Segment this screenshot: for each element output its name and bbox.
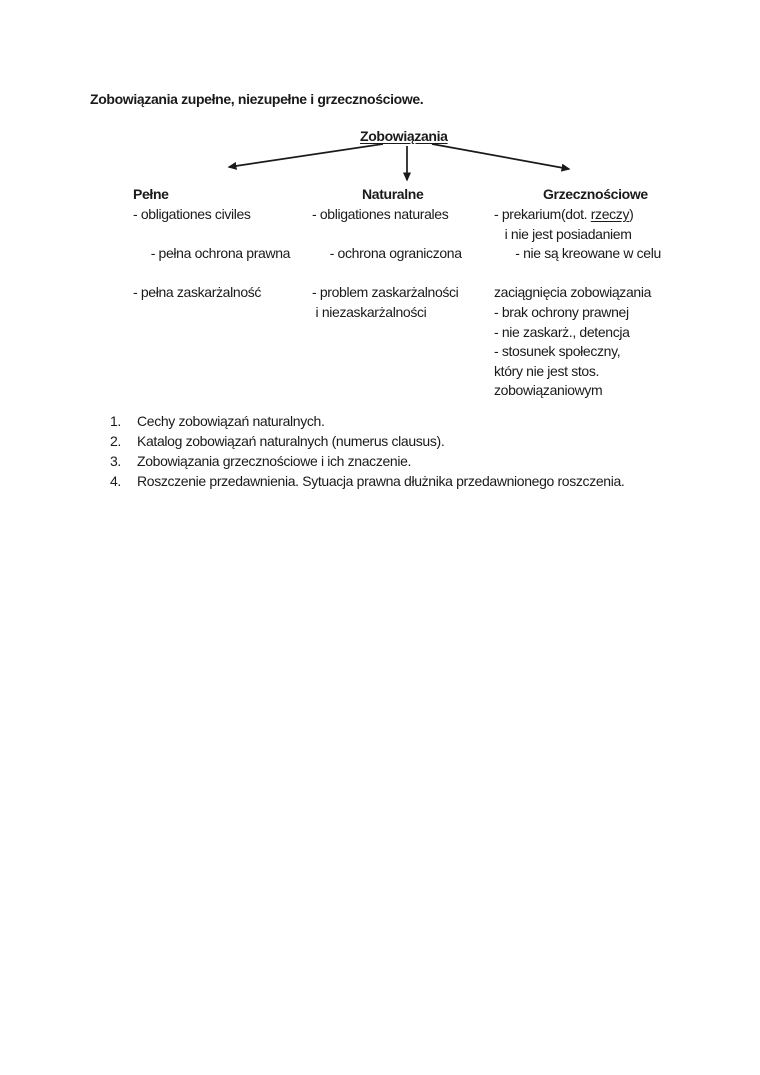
- list-item: 3. Zobowiązania grzecznościowe i ich zna…: [110, 451, 624, 471]
- diagram-line: - obligationes naturales: [312, 206, 449, 222]
- column-pelne-lines: - obligationes civiles - pełna ochrona p…: [133, 205, 290, 303]
- diagram-line: - nie są kreowane w celu: [494, 245, 661, 262]
- list-item-number: 4.: [110, 473, 121, 489]
- list-item-text: Roszczenie przedawnienia. Sytuacja prawn…: [137, 473, 625, 489]
- column-grzecznosciowe-lines: - prekarium(dot. rzeczy) i nie jest posi…: [494, 205, 661, 401]
- arrow-right-icon: [431, 143, 571, 172]
- list-item-text: Katalog zobowiązań naturalnych (numerus …: [137, 433, 445, 449]
- diagram-connector-arrows: [227, 143, 571, 182]
- diagram-line: i nie jest posiadaniem: [494, 225, 632, 242]
- diagram-root-label: Zobowiązania: [360, 128, 448, 144]
- column-header-naturalne: Naturalne: [362, 186, 424, 202]
- list-item-text: Cechy zobowiązań naturalnych.: [137, 413, 325, 429]
- diagram-line: - stosunek społeczny,: [494, 343, 621, 360]
- prekarium-prefix: - prekarium(dot.: [494, 206, 591, 222]
- diagram-line: [133, 264, 290, 284]
- diagram-line: zobowiązaniowym: [494, 382, 603, 399]
- diagram-line: [312, 225, 462, 245]
- column-naturalne-lines: - obligationes naturales - ochrona ogran…: [312, 205, 462, 323]
- diagram-line: - problem zaskarżalności: [312, 284, 459, 301]
- diagram-line: - nie zaskarż., detencja: [494, 323, 630, 340]
- diagram-line: - pełna zaskarżalność: [133, 284, 262, 301]
- list-item: 4. Roszczenie przedawnienia. Sytuacja pr…: [110, 471, 625, 491]
- list-item: 2. Katalog zobowiązań naturalnych (numer…: [110, 431, 624, 451]
- diagram-line: - pełna ochrona prawna: [133, 245, 291, 262]
- list-item-number: 2.: [110, 433, 121, 449]
- topics-numbered-list: 1. Cechy zobowiązań naturalnych. 2. Kata…: [110, 411, 625, 491]
- prekarium-underlined-word: rzeczy: [590, 206, 630, 222]
- diagram-line: zaciągnięcia zobowiązania: [494, 284, 652, 301]
- document-title: Zobowiązania zupełne, niezupełne i grzec…: [90, 91, 424, 107]
- diagram-line-prekarium: - prekarium(dot. rzeczy): [494, 205, 661, 225]
- diagram-line: [312, 264, 462, 284]
- list-item: 1. Cechy zobowiązań naturalnych.: [110, 411, 624, 431]
- diagram-line: [494, 264, 661, 284]
- diagram-line: - ochrona ograniczona: [312, 245, 462, 262]
- diagram-line: [133, 225, 290, 245]
- prekarium-suffix: ): [629, 206, 634, 222]
- diagram-line: - brak ochrony prawnej: [494, 303, 629, 320]
- arrow-left-icon: [227, 143, 384, 170]
- list-item-number: 1.: [110, 413, 121, 429]
- list-item-number: 3.: [110, 453, 121, 469]
- diagram-line: - obligationes civiles: [133, 206, 251, 222]
- column-header-pelne: Pełne: [133, 186, 169, 202]
- column-header-grzecznosciowe: Grzecznościowe: [543, 186, 648, 202]
- diagram-line: który nie jest stos.: [494, 362, 600, 379]
- diagram-line: i niezaskarżalności: [312, 303, 427, 320]
- list-item-text: Zobowiązania grzecznościowe i ich znacze…: [137, 453, 412, 469]
